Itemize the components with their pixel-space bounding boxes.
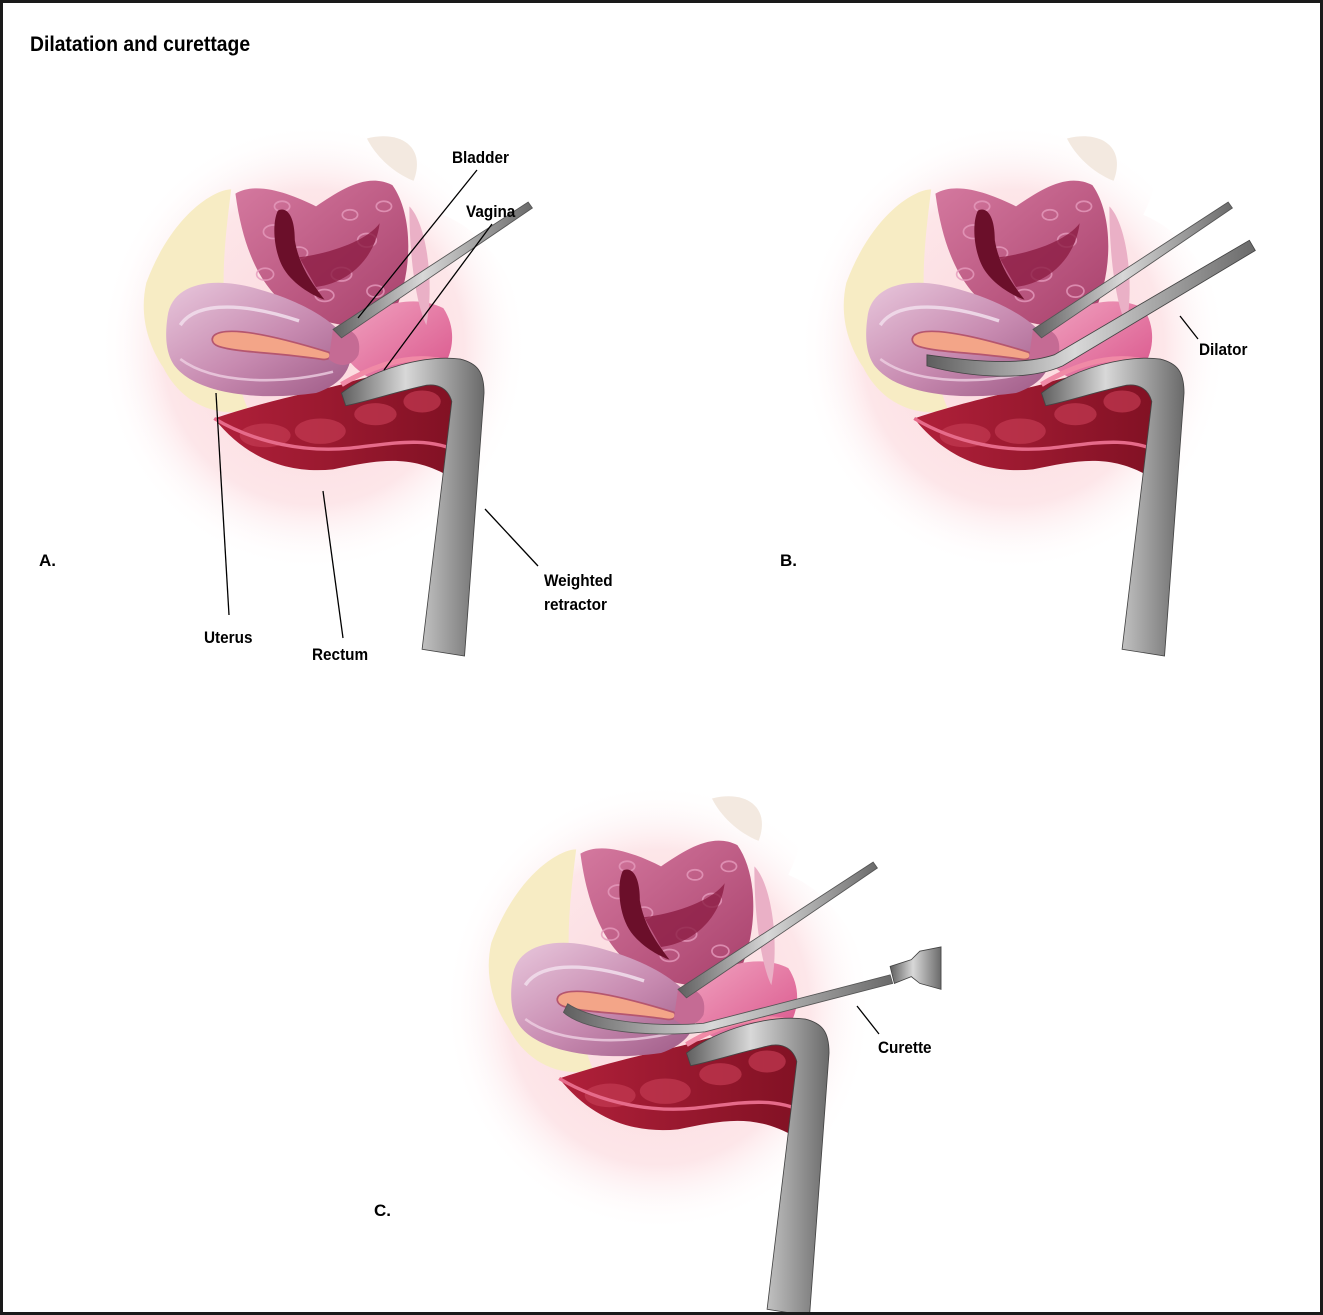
label-dilator: Dilator xyxy=(1199,340,1247,360)
label-uterus: Uterus xyxy=(204,628,252,648)
label-vagina: Vagina xyxy=(466,202,515,222)
label-curette: Curette xyxy=(878,1038,932,1058)
label-rectum: Rectum xyxy=(312,645,368,665)
label-weighted-retractor-line2: retractor xyxy=(544,595,607,615)
panel-letter-c: C. xyxy=(374,1201,391,1221)
panel-letter-b: B. xyxy=(780,551,797,571)
panel-letter-a: A. xyxy=(39,551,56,571)
leader-lines xyxy=(3,3,1320,1312)
label-weighted-retractor-line1: Weighted xyxy=(544,571,613,591)
label-bladder: Bladder xyxy=(452,148,509,168)
